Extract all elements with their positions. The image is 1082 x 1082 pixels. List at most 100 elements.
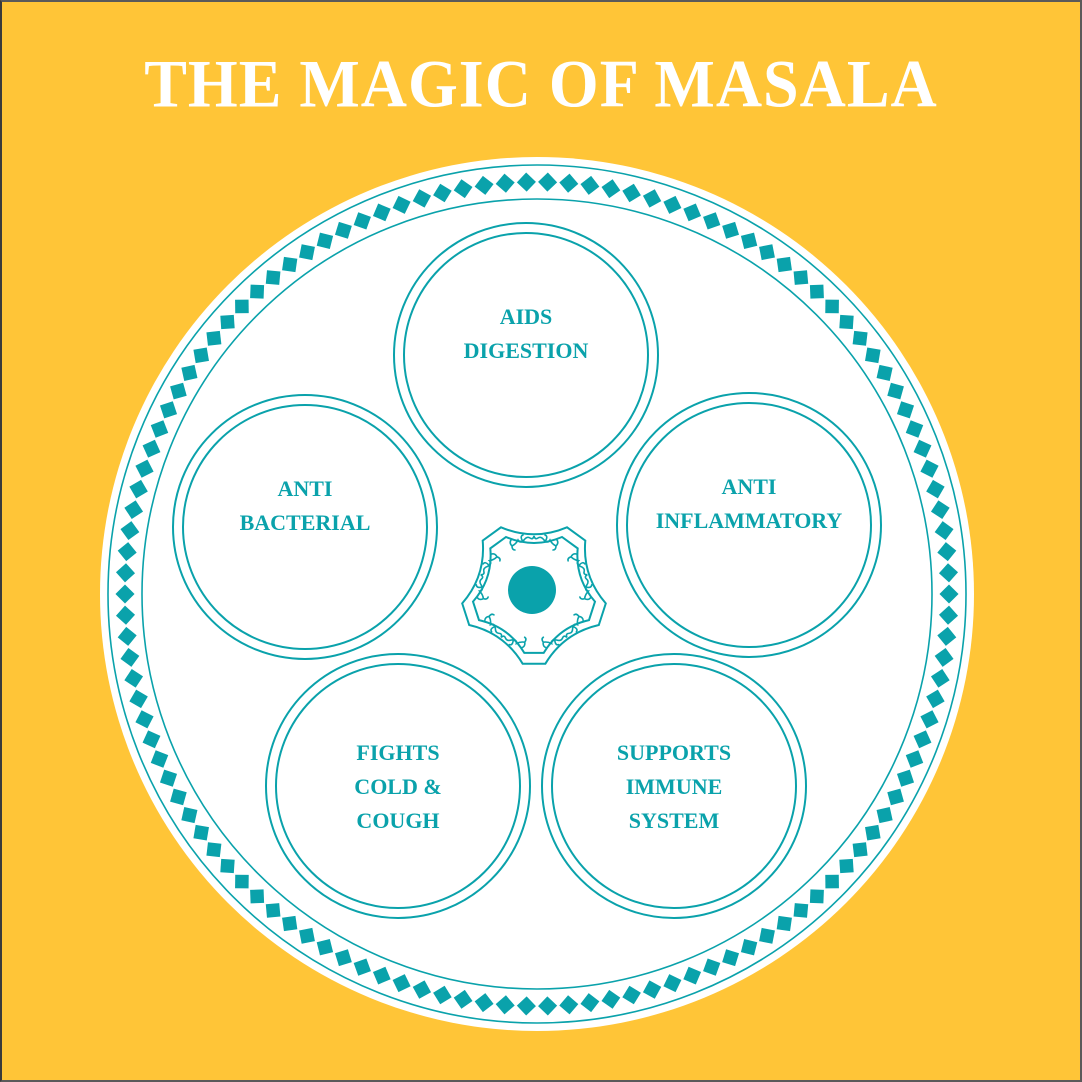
border-diamond bbox=[759, 244, 775, 261]
border-diamond bbox=[115, 605, 136, 625]
border-diamond bbox=[135, 459, 154, 478]
border-diamond bbox=[920, 710, 939, 729]
ornament-scrolls bbox=[475, 534, 593, 649]
benefit-label-line: COLD & bbox=[354, 774, 442, 799]
border-diamond bbox=[876, 807, 893, 824]
border-diamond bbox=[433, 985, 452, 1005]
border-diamond bbox=[926, 479, 945, 499]
border-diamond bbox=[334, 221, 352, 239]
border-diamond bbox=[913, 730, 932, 749]
border-diamond bbox=[865, 347, 881, 364]
border-diamond bbox=[722, 221, 740, 239]
border-diamond bbox=[852, 842, 868, 858]
border-diamond bbox=[170, 382, 187, 400]
benefit-label-line: SUPPORTS bbox=[616, 740, 732, 765]
benefit-label-line: DIGESTION bbox=[463, 338, 589, 363]
border-diamond bbox=[938, 605, 959, 625]
border-diamond bbox=[115, 563, 136, 583]
border-diamond bbox=[516, 996, 536, 1016]
bowl-anti-bacterial bbox=[172, 394, 438, 660]
border-diamond bbox=[170, 788, 187, 806]
border-diamond bbox=[129, 479, 148, 499]
bowl-outer-ring bbox=[172, 394, 438, 660]
border-diamond bbox=[474, 175, 494, 195]
border-diamond bbox=[159, 769, 178, 787]
bowl-inner-ring bbox=[551, 663, 797, 909]
ornament-outer-outline bbox=[461, 526, 607, 665]
border-diamond bbox=[282, 915, 298, 932]
border-diamond bbox=[135, 710, 154, 729]
border-diamond bbox=[839, 314, 854, 330]
bowl-outer-ring bbox=[265, 653, 531, 919]
border-diamond bbox=[663, 195, 682, 214]
bowl-outer-ring bbox=[393, 222, 659, 488]
border-diamond bbox=[142, 730, 161, 749]
border-diamond bbox=[642, 189, 662, 208]
plate-outer-ring bbox=[107, 164, 967, 1024]
border-diamond bbox=[839, 858, 854, 874]
border-diamond bbox=[934, 521, 954, 541]
bowl-cold-cough bbox=[265, 653, 531, 919]
border-diamond bbox=[334, 949, 352, 967]
border-diamond bbox=[115, 584, 135, 604]
border-diamond bbox=[220, 314, 235, 330]
border-diamond bbox=[538, 996, 558, 1016]
bowl-inner-ring bbox=[626, 402, 872, 648]
border-diamond bbox=[601, 179, 621, 199]
bowl-anti-inflammatory bbox=[616, 392, 882, 658]
border-diamond bbox=[516, 172, 536, 192]
border-diamond bbox=[930, 500, 950, 520]
border-diamond bbox=[809, 889, 824, 904]
bowl-inner-ring bbox=[403, 232, 649, 478]
border-diamond bbox=[759, 927, 775, 944]
border-diamond bbox=[453, 179, 473, 199]
border-diamond bbox=[120, 521, 140, 541]
border-diamond bbox=[937, 626, 957, 646]
border-diamond bbox=[887, 382, 904, 400]
border-diamond bbox=[453, 989, 473, 1009]
border-diamond bbox=[206, 842, 222, 858]
border-diamond bbox=[181, 364, 198, 381]
bowl-inner-ring bbox=[275, 663, 521, 909]
benefit-label-line: INFLAMMATORY bbox=[655, 508, 843, 533]
border-diamond bbox=[740, 939, 758, 956]
border-diamond bbox=[934, 647, 954, 667]
border-diamond bbox=[250, 889, 265, 904]
border-diamond bbox=[235, 299, 249, 314]
border-diamond bbox=[896, 401, 915, 419]
border-diamond bbox=[793, 903, 809, 918]
border-diamond bbox=[316, 939, 334, 956]
bowl-inner-ring bbox=[182, 404, 428, 650]
border-diamond bbox=[124, 500, 144, 520]
border-diamond bbox=[852, 330, 868, 346]
border-diamond bbox=[913, 439, 932, 458]
border-diamond bbox=[926, 689, 945, 709]
ornament-scroll bbox=[475, 553, 501, 601]
border-diamond bbox=[495, 173, 515, 193]
border-diamond bbox=[299, 244, 315, 261]
border-diamond bbox=[776, 915, 792, 932]
ornament-scroll bbox=[541, 613, 584, 649]
border-diamond bbox=[372, 966, 391, 985]
benefit-label-line: ANTI bbox=[277, 476, 333, 501]
border-diamond bbox=[930, 668, 950, 688]
border-diamond bbox=[937, 542, 957, 562]
border-diamond bbox=[124, 668, 144, 688]
border-diamond bbox=[722, 949, 740, 967]
border-diamond bbox=[372, 203, 391, 222]
border-diamond bbox=[793, 270, 809, 285]
border-diamond bbox=[538, 172, 558, 192]
border-diamond bbox=[642, 980, 662, 999]
border-diamond bbox=[474, 993, 494, 1013]
bowl-immune bbox=[541, 653, 807, 919]
border-diamond bbox=[580, 175, 600, 195]
benefit-label-line: IMMUNE bbox=[625, 774, 723, 799]
border-diamond bbox=[683, 966, 702, 985]
border-diamond bbox=[809, 284, 824, 299]
border-diamond bbox=[495, 995, 515, 1015]
border-diamond bbox=[740, 232, 758, 249]
center-ornament bbox=[461, 526, 607, 665]
